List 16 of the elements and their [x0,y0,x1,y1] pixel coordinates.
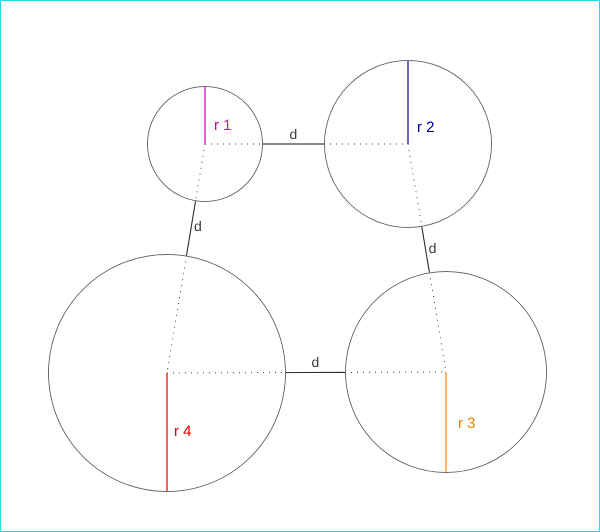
connector-line [263,143,324,145]
radius-label: r 1 [214,118,232,133]
radius-label: r 4 [174,424,192,439]
radius-label: r 2 [417,120,435,135]
edge-label: d [310,355,320,370]
connector-line [286,372,345,374]
edge-label: d [192,219,203,234]
circle [345,271,547,473]
radius-label: r 3 [458,416,476,431]
circle [48,254,286,492]
edge-label: d [428,240,438,255]
circle [147,86,263,202]
edge-label: d [288,127,298,141]
connector-line [421,226,430,272]
circle [324,60,492,228]
connector-line [186,201,196,256]
